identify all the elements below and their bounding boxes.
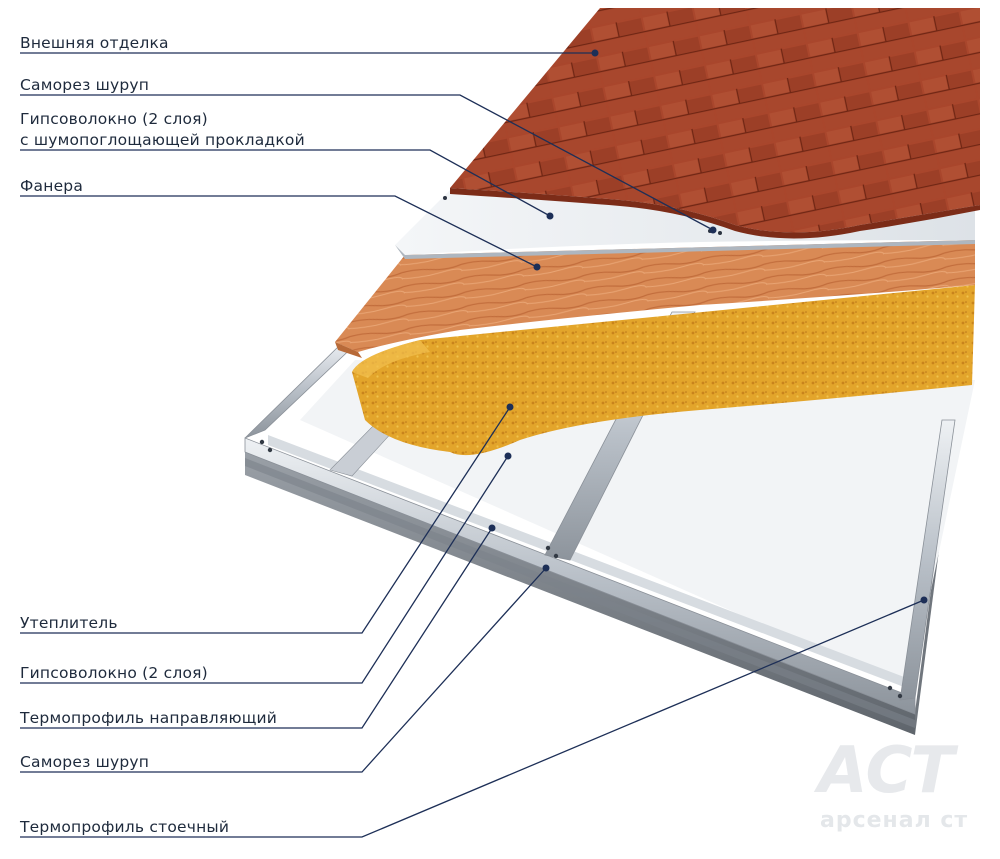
leader-line-plywood bbox=[20, 195, 538, 268]
leader-dot-guide-profile bbox=[488, 524, 496, 532]
leader-line-stud-profile bbox=[20, 599, 925, 838]
leader-dot-screw-top bbox=[709, 226, 717, 234]
label-screw-top: Саморез шуруп bbox=[20, 76, 150, 94]
label-guide-profile: Термопрофиль направляющий bbox=[20, 709, 278, 727]
label-insulation: Утеплитель bbox=[20, 614, 118, 632]
label-stud-profile: Термопрофиль стоечный bbox=[20, 818, 230, 836]
leader-dot-gypsum-top bbox=[546, 212, 554, 220]
leader-line-gypsum-bottom bbox=[20, 455, 509, 684]
leader-line-gypsum-top bbox=[20, 149, 551, 217]
leader-dot-stud-profile bbox=[920, 596, 928, 604]
logo-mark: АСТ bbox=[818, 734, 954, 808]
leader-dot-screw-bottom bbox=[542, 564, 550, 572]
leader-line-screw-top bbox=[20, 94, 714, 231]
label-plywood: Фанера bbox=[20, 177, 84, 195]
exterior-finish-layer bbox=[450, 8, 980, 239]
plywood-layer bbox=[335, 240, 975, 358]
leader-line-screw-bottom bbox=[20, 567, 547, 773]
leader-line-guide-profile bbox=[20, 527, 493, 729]
label-gypsum-fiber-bottom: Гипсоволокно (2 слоя) bbox=[20, 664, 208, 682]
leader-dot-gypsum-bottom bbox=[504, 452, 512, 460]
leader-lines bbox=[20, 52, 925, 838]
insulation-layer bbox=[352, 285, 975, 456]
leader-dot-exterior bbox=[591, 49, 599, 57]
leader-dot-plywood bbox=[533, 263, 541, 271]
label-gypsum-fiber-top-note: с шумопоглощающей прокладкой bbox=[20, 131, 305, 149]
leader-dots bbox=[488, 49, 928, 604]
leader-line-insulation bbox=[20, 406, 511, 634]
label-gypsum-fiber-top: Гипсоволокно (2 слоя) bbox=[20, 110, 208, 128]
label-screw-bottom: Саморез шуруп bbox=[20, 753, 150, 771]
label-exterior-finish: Внешняя отделка bbox=[20, 34, 169, 52]
leader-dot-insulation bbox=[506, 403, 514, 411]
logo-text: арсенал ст bbox=[820, 808, 969, 833]
